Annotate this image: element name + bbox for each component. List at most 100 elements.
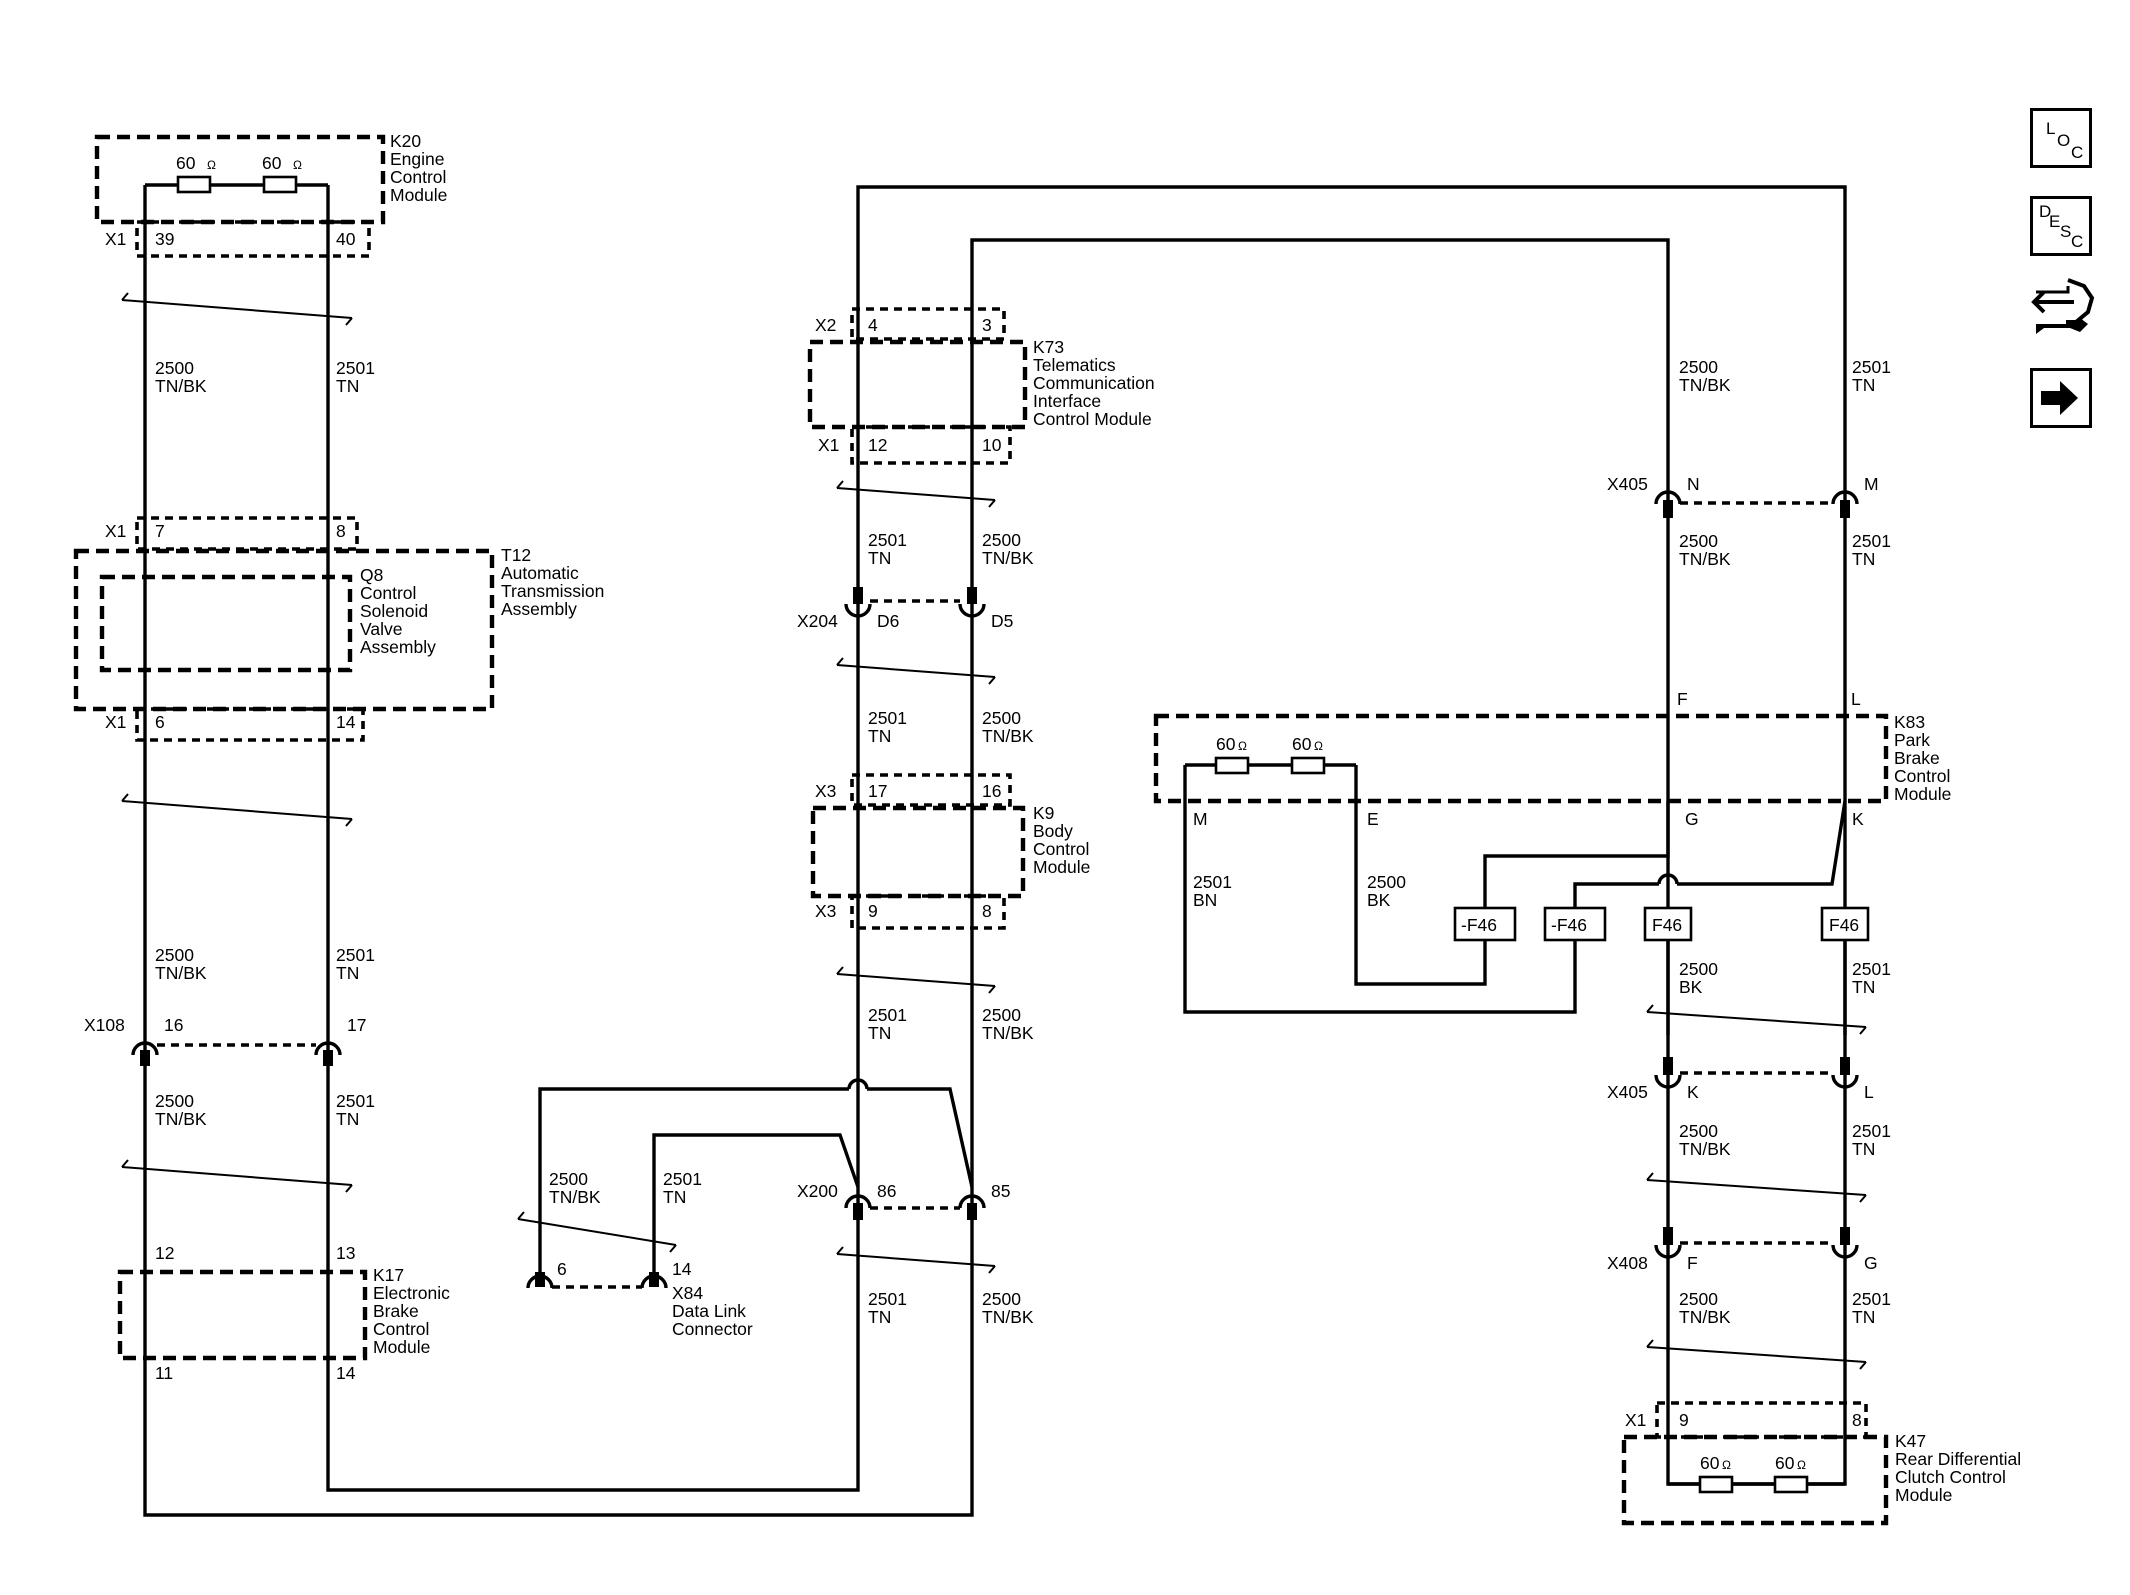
t12-pin-6: 6 <box>155 712 165 732</box>
wire-color: TN/BK <box>1679 375 1731 395</box>
f46-label-3: F46 <box>1652 915 1682 935</box>
k17-label-2: Brake <box>373 1301 419 1321</box>
x84-data-link-connector: 2500 TN/BK 2501 TN 6 14 X84 Data Link Co… <box>517 1078 974 1339</box>
q8-label-1: Control <box>360 583 416 603</box>
k9-pin-17: 17 <box>868 781 887 801</box>
x405-pin-l: L <box>1864 1082 1874 1102</box>
f46-neg-label-2: -F46 <box>1551 915 1587 935</box>
k83-resistor-2 <box>1290 756 1326 775</box>
wire-code: 2501 <box>336 945 375 965</box>
k47-label-2: Clutch Control <box>1895 1467 2006 1487</box>
desc-button[interactable]: D E S C <box>2030 196 2092 256</box>
t12-pin-8: 8 <box>336 521 346 541</box>
k17-pin-11: 11 <box>155 1363 173 1383</box>
k83-pin-e: E <box>1367 809 1379 829</box>
t12-pin-14: 14 <box>336 712 356 732</box>
wire-code: 2501 <box>868 1289 907 1309</box>
left-wire-labels: 2500 TN/BK 2501 TN 2500 TN/BK 2501 TN 25… <box>155 358 375 1129</box>
wire-code: 2500 <box>1679 531 1718 551</box>
shield-mark <box>121 1166 353 1186</box>
k20-connector-x1: X1 <box>105 229 126 249</box>
left-harness-wires <box>121 185 974 1517</box>
loc-letter-l: L <box>2046 119 2056 138</box>
k9-connector-x3-top: X3 <box>815 781 836 801</box>
q8-label-0: Q8 <box>360 565 383 585</box>
x405-pin-m: M <box>1864 474 1879 494</box>
x200-label: X200 <box>797 1181 838 1201</box>
wire-color: TN <box>868 1307 891 1327</box>
x405-lower-connector: X405 K L <box>1607 1057 1874 1102</box>
wire-color: TN <box>336 376 359 396</box>
k47-label-0: K47 <box>1895 1431 1926 1451</box>
k17-pin-13: 13 <box>336 1243 355 1263</box>
x108-inline-connector: X108 16 17 <box>84 1015 366 1066</box>
shield-mark <box>121 299 353 319</box>
k83-pin-m: M <box>1193 809 1208 829</box>
x405-lower-label: X405 <box>1607 1082 1648 1102</box>
k47-resistor-2 <box>1773 1475 1809 1494</box>
wire-code: 2500 <box>982 1005 1021 1025</box>
k73-pin-4: 4 <box>868 315 878 335</box>
shield-mark <box>517 1218 677 1246</box>
k17-label-0: K17 <box>373 1265 404 1285</box>
wire-color: TN/BK <box>982 548 1034 568</box>
wire-code: 2500 <box>155 945 194 965</box>
k73-label-3: Interface <box>1033 391 1101 411</box>
wire-code: 2501 <box>1193 872 1232 892</box>
k17-pin-14: 14 <box>336 1363 356 1383</box>
next-arrow-button[interactable] <box>2030 368 2092 428</box>
x204-pin-d5: D5 <box>991 611 1013 631</box>
center-harness-wires <box>836 185 1847 1274</box>
wire-code: 2501 <box>868 708 907 728</box>
f46-tags: -F46 -F46 F46 F46 <box>1453 906 1870 942</box>
x84-pin-6: 6 <box>557 1259 567 1279</box>
k47-res-1-value: 60 <box>1700 1453 1720 1473</box>
wire-code: 2501 <box>1852 531 1891 551</box>
loc-button[interactable]: L O C <box>2030 108 2092 168</box>
x108-pin-17: 17 <box>347 1015 366 1035</box>
t12-automatic-transmission-assembly: T12 Automatic Transmission Assembly Q8 C… <box>73 516 604 742</box>
shield-mark <box>836 664 996 678</box>
k20-pin-39: 39 <box>155 229 174 249</box>
k47-pin-8: 8 <box>1852 1410 1862 1430</box>
wire-color: TN <box>1852 549 1875 569</box>
k73-label-1: Telematics <box>1033 355 1116 375</box>
k83-label-0: K83 <box>1894 712 1925 732</box>
k73-label-2: Communication <box>1033 373 1155 393</box>
wire-code: 2500 <box>1679 1121 1718 1141</box>
k83-label-2: Brake <box>1894 748 1940 768</box>
k73-label-0: K73 <box>1033 337 1064 357</box>
k17-electronic-brake-control-module: 12 13 11 14 K17 Electronic Brake Control… <box>117 1243 450 1383</box>
k20-res-1-value: 60 <box>176 153 196 173</box>
q8-label-4: Assembly <box>360 637 436 657</box>
k9-connector-x3-bottom: X3 <box>815 901 836 921</box>
k20-label-3: Module <box>390 185 447 205</box>
f46-label-4: F46 <box>1829 915 1859 935</box>
k20-engine-control-module: 60 Ω 60 Ω K20 Engine Control Module X1 3… <box>94 131 447 258</box>
k83-label-3: Control <box>1894 766 1950 786</box>
wire-color: TN/BK <box>1679 549 1731 569</box>
wire-code: 2501 <box>868 530 907 550</box>
wire-color: TN <box>663 1187 686 1207</box>
wire-code: 2500 <box>1679 1289 1718 1309</box>
x408-label: X408 <box>1607 1253 1648 1273</box>
q8-label-2: Solenoid <box>360 601 428 621</box>
k83-pin-f: F <box>1677 689 1688 709</box>
k47-res-2-ohm: Ω <box>1797 1458 1806 1472</box>
repair-wrench-icon[interactable] <box>2030 276 2098 344</box>
x405-upper-connector: X405 N M 2500 TN/BK 2501 TN 2500 TN/BK 2… <box>1607 357 1891 569</box>
x84-label-2: Connector <box>672 1319 753 1339</box>
wire-code: 2500 <box>982 530 1021 550</box>
f46-neg-tag-1 <box>1453 906 1517 942</box>
desc-letter-s: S <box>2060 222 2072 241</box>
k47-res-1-ohm: Ω <box>1722 1458 1731 1472</box>
arrow-right-icon <box>2041 381 2078 415</box>
wire-color: TN <box>1852 1139 1875 1159</box>
x200-pin-85: 85 <box>991 1181 1010 1201</box>
k73-pin-10: 10 <box>982 435 1002 455</box>
x405-pin-n: N <box>1687 474 1700 494</box>
repair-wrench-icon-svg <box>2031 278 2095 334</box>
k73-pin-3: 3 <box>982 315 992 335</box>
desc-letter-d: D <box>2039 202 2052 221</box>
k83-pin-g: G <box>1685 809 1699 829</box>
